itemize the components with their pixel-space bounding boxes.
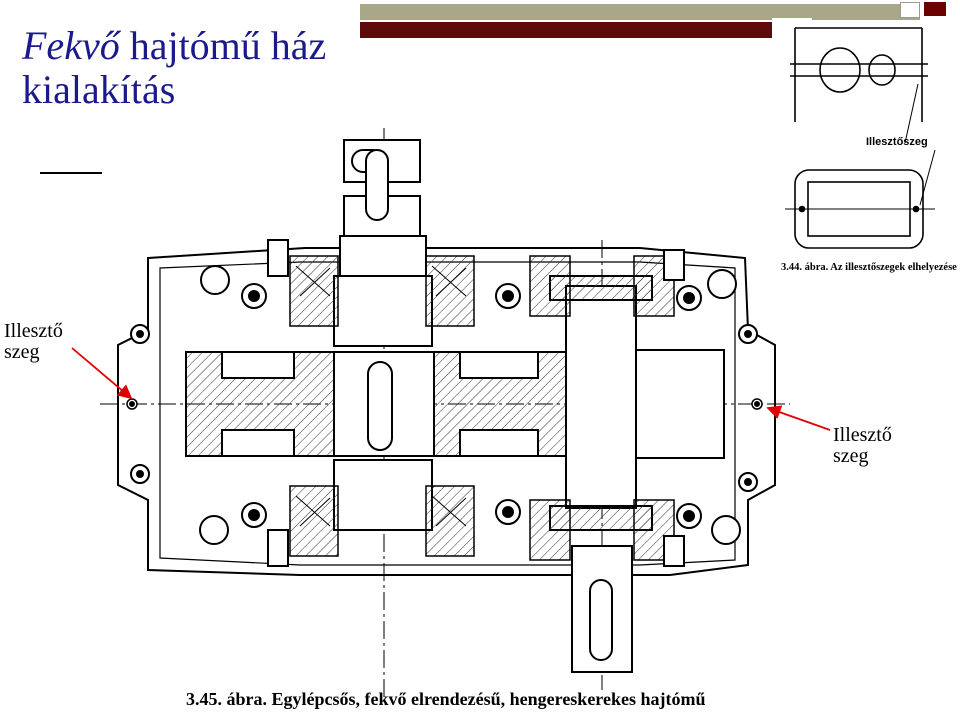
title-underline bbox=[40, 172, 102, 174]
bearings bbox=[289, 255, 675, 561]
callout-right-line2: szeg bbox=[833, 445, 869, 467]
bolt-holes bbox=[126, 239, 763, 567]
decor-square bbox=[900, 2, 920, 18]
band-notch bbox=[772, 18, 812, 38]
output-shaft bbox=[549, 275, 725, 673]
callout-right-line1: Illesztő bbox=[833, 424, 892, 446]
callout-left-line1: Illesztő bbox=[4, 320, 63, 342]
top-decor-band bbox=[360, 4, 920, 20]
slide-title: Fekvő hajtómű ház kialakítás bbox=[22, 24, 326, 112]
main-figure-caption: 3.45. ábra. Egylépcsős, fekvő elrendezés… bbox=[186, 689, 706, 709]
callout-right: Illesztő szeg bbox=[833, 425, 892, 467]
top-decor-band-dark bbox=[360, 22, 772, 38]
callout-left-line2: szeg bbox=[4, 341, 40, 363]
callout-left: Illesztő szeg bbox=[4, 321, 63, 363]
gear-pinion bbox=[185, 351, 567, 457]
side-figure-label: Illesztőszeg bbox=[866, 136, 928, 148]
decor-square-red bbox=[924, 2, 946, 16]
input-shaft bbox=[333, 139, 433, 531]
title-rest: hajtómű ház bbox=[119, 23, 327, 68]
title-line2: kialakítás bbox=[22, 67, 176, 112]
title-italic: Fekvő bbox=[22, 23, 120, 68]
side-figure-caption: 3.44. ábra. Az illesztőszegek elhelyezés… bbox=[781, 262, 957, 273]
side-figure bbox=[785, 27, 936, 249]
callout-arrows bbox=[71, 347, 831, 431]
